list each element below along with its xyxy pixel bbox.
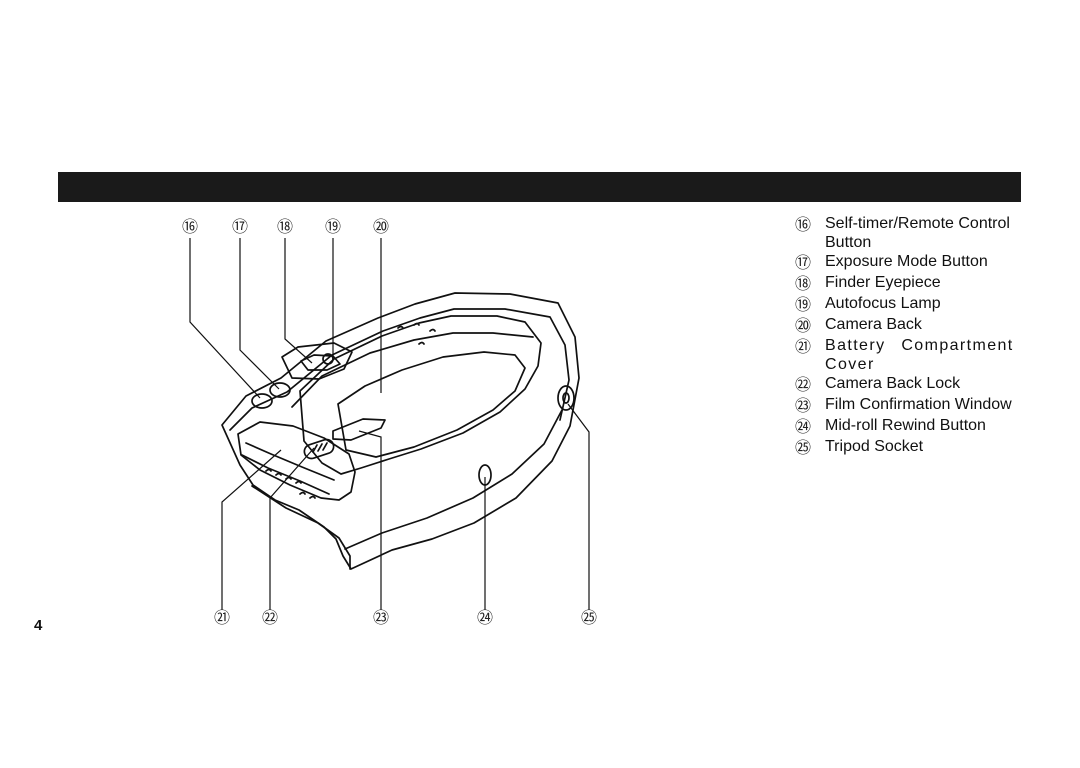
- callout-24: ㉔: [476, 608, 493, 627]
- finder-eyepiece-window: [300, 354, 341, 371]
- parts-legend: ⑯ Self-timer/Remote Control Button ⑰ Exp…: [795, 215, 1025, 459]
- legend-number: ㉓: [795, 396, 812, 415]
- legend-item-25: ㉕ Tripod Socket: [795, 438, 1025, 458]
- section-header-bar: [58, 172, 1021, 202]
- legend-label: Mid-roll Rewind Button: [825, 417, 986, 434]
- callout-18: ⑱: [276, 217, 293, 236]
- battery-compartment-outline: [237, 421, 356, 501]
- legend-number: ⑳: [795, 316, 812, 335]
- leader-21: [221, 449, 282, 610]
- callout-17: ⑰: [231, 217, 248, 236]
- callout-23: ㉓: [372, 608, 389, 627]
- bottom-shadow-line: [344, 409, 563, 550]
- legend-item-22: ㉒ Camera Back Lock: [795, 375, 1025, 395]
- callout-22: ㉒: [261, 608, 278, 627]
- legend-label: Finder Eyepiece: [825, 274, 941, 291]
- leader-23: [358, 430, 382, 610]
- callout-20: ⑳: [372, 217, 389, 236]
- exposure-mode-button-graphic: [269, 382, 291, 398]
- legend-number: ⑯: [795, 215, 812, 234]
- legend-number: ⑰: [795, 253, 812, 272]
- page-number: 4: [34, 617, 43, 634]
- legend-label: Battery Compartment Cover: [825, 337, 1014, 373]
- legend-number: ⑱: [795, 274, 812, 293]
- finder-eyepiece-housing: [281, 342, 353, 380]
- film-confirmation-window-graphic: [332, 418, 386, 441]
- legend-label: Film Confirmation Window: [825, 396, 1012, 413]
- leader-22: [269, 447, 315, 610]
- back-seam: [291, 332, 534, 408]
- camera-back-lock-graphic: [303, 438, 335, 460]
- camera-back-lock-ridges: [312, 442, 328, 453]
- camera-body-outline: [221, 292, 580, 570]
- legend-number: ㉑: [795, 337, 812, 356]
- legend-item-17: ⑰ Exposure Mode Button: [795, 253, 1025, 273]
- tripod-socket-inner: [562, 392, 570, 404]
- leader-25: [567, 403, 590, 610]
- legend-label: Camera Back: [825, 316, 922, 333]
- callout-16: ⑯: [181, 217, 198, 236]
- legend-number: ⑲: [795, 295, 812, 314]
- tripod-socket-graphic: [557, 385, 575, 411]
- callout-19: ⑲: [324, 217, 341, 236]
- leader-17: [239, 238, 280, 390]
- self-timer-button-graphic: [251, 393, 273, 409]
- legend-item-19: ⑲ Autofocus Lamp: [795, 295, 1025, 315]
- legend-label: Autofocus Lamp: [825, 295, 941, 312]
- legend-item-16: ⑯ Self-timer/Remote Control Button: [795, 215, 1025, 252]
- callout-25: ㉕: [580, 608, 597, 627]
- legend-label: Tripod Socket: [825, 438, 924, 455]
- legend-number: ㉕: [795, 438, 812, 457]
- legend-item-18: ⑱ Finder Eyepiece: [795, 274, 1025, 294]
- legend-item-20: ⑳ Camera Back: [795, 316, 1025, 336]
- camera-back-inner-panel: [337, 351, 526, 458]
- callout-21: ㉑: [213, 608, 230, 627]
- legend-item-23: ㉓ Film Confirmation Window: [795, 396, 1025, 416]
- leader-16: [189, 238, 261, 399]
- legend-number: ㉒: [795, 375, 812, 394]
- camera-body-inner-edge: [229, 308, 570, 431]
- leader-18: [284, 238, 313, 364]
- battery-cover-lines: [241, 442, 335, 495]
- legend-label: Self-timer/Remote Control Button: [825, 215, 1010, 251]
- legend-number: ㉔: [795, 417, 812, 436]
- autofocus-lamp-graphic: [322, 353, 334, 365]
- legend-item-24: ㉔ Mid-roll Rewind Button: [795, 417, 1025, 437]
- legend-item-21: ㉑ Battery Compartment Cover: [795, 337, 1025, 374]
- legend-label: Exposure Mode Button: [825, 253, 988, 270]
- camera-back-door: [299, 315, 542, 475]
- lower-housing: [251, 485, 351, 570]
- legend-label: Camera Back Lock: [825, 375, 961, 392]
